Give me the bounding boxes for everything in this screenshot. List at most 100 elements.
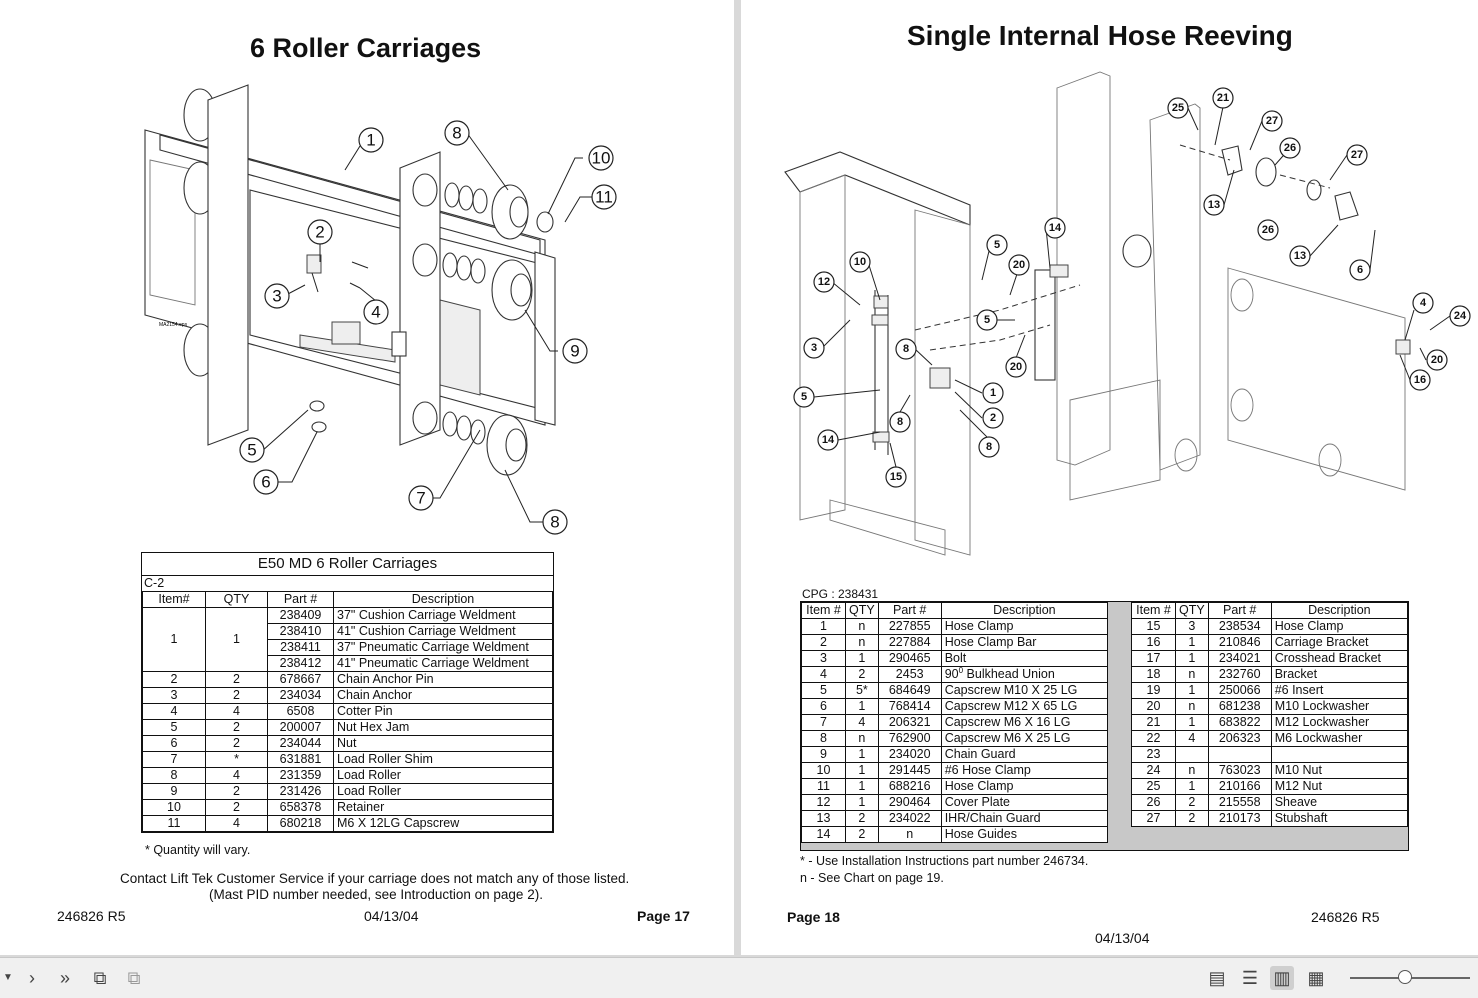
callout-item-20c: 20 [1426, 349, 1448, 371]
svg-text:5: 5 [247, 441, 256, 460]
page-title: Single Internal Hose Reeving [907, 20, 1293, 51]
svg-text:20: 20 [1431, 354, 1443, 366]
callout-item-4: 4 [363, 299, 389, 325]
callout-item-8b: 8 [542, 509, 568, 535]
roller-carriage-parts-table: E50 MD 6 Roller Carriages C-2 Item# QTY … [141, 552, 554, 833]
svg-text:27: 27 [1266, 115, 1278, 127]
svg-text:1: 1 [366, 131, 375, 150]
svg-text:2: 2 [990, 412, 996, 424]
page-title: 6 Roller Carriages [250, 33, 482, 63]
zoom-slider-handle[interactable] [1398, 970, 1412, 984]
svg-text:4: 4 [1420, 297, 1427, 309]
carriage-frame-drawing [144, 84, 556, 476]
callout-item-12: 12 [813, 271, 835, 293]
callout-item-3: 3 [803, 337, 825, 359]
callout-item-20b: 20 [1005, 356, 1027, 378]
svg-text:4: 4 [371, 303, 380, 322]
callout-item-4: 4 [1412, 292, 1434, 314]
dropdown-arrow-icon[interactable]: ▼ [3, 972, 13, 983]
callout-item-13b: 13 [1289, 245, 1311, 267]
svg-text:8: 8 [452, 124, 461, 143]
last-page-icon[interactable]: » [59, 968, 70, 988]
svg-text:12: 12 [818, 276, 830, 288]
callout-item-7: 7 [408, 485, 434, 511]
table-header-row: Item# QTY Part # Description [142, 591, 553, 608]
svg-text:9: 9 [570, 342, 579, 361]
callout-item-8c: 8 [978, 436, 1000, 458]
doc-date: 04/13/04 [1095, 930, 1150, 946]
callout-item-20: 20 [1008, 254, 1030, 276]
callout-item-6: 6 [1349, 259, 1371, 281]
callout-item-8b: 8 [889, 411, 911, 433]
viewer-toolbar: ▼ › » ⧉ ⧉ ▤ ☰ ▥ ▦ [0, 957, 1478, 998]
page-number: Page 18 [787, 909, 840, 925]
rotate-page-icon[interactable]: ⧉ [93, 968, 107, 988]
callout-item-6: 6 [253, 469, 279, 495]
doc-number: 246826 R5 [1311, 909, 1380, 925]
two-page-view-icon[interactable]: ▥ [1270, 966, 1294, 990]
svg-text:5: 5 [994, 239, 1000, 251]
callout-item-26b: 26 [1257, 219, 1279, 241]
svg-text:24: 24 [1454, 310, 1467, 322]
svg-text:27: 27 [1351, 149, 1363, 161]
callout-item-11: 11 [591, 184, 617, 210]
two-page-continuous-icon[interactable]: ▦ [1307, 968, 1325, 988]
copy-page-icon[interactable]: ⧉ [127, 968, 141, 988]
cpg-label: CPG : 238431 [802, 587, 879, 601]
svg-text:6: 6 [1357, 264, 1363, 276]
table-header-row: Item # QTY Part # Description [1131, 602, 1409, 619]
svg-text:3: 3 [272, 287, 281, 306]
svg-text:20: 20 [1010, 361, 1022, 373]
callout-item-15: 15 [885, 466, 907, 488]
table-row: 23 [1131, 746, 1409, 763]
page-number: Page 17 [637, 908, 690, 924]
roller-carriage-diagram: MA2154.eps 1 8 10 11 2 3 4 9 5 6 7 8 [144, 84, 617, 535]
svg-text:14: 14 [1049, 222, 1062, 234]
continuous-view-icon[interactable]: ☰ [1241, 968, 1259, 988]
table-header-row: Item # QTY Part # Description [801, 602, 1109, 619]
right-page: Single Internal Hose Reeving [741, 0, 1478, 955]
next-page-icon[interactable]: › [29, 968, 35, 988]
table-code: C-2 [142, 575, 553, 591]
callout-item-25: 25 [1167, 97, 1189, 119]
callout-item-14: 14 [1044, 217, 1066, 239]
hose-reeving-diagram: 25 21 27 26 27 13 26 13 6 14 5 20 10 12 … [784, 71, 1471, 556]
mast-drawing [784, 71, 1411, 556]
callout-item-5c: 5 [793, 386, 815, 408]
callout-item-1: 1 [358, 127, 384, 153]
svg-text:16: 16 [1414, 374, 1426, 386]
single-page-view-icon[interactable]: ▤ [1208, 968, 1226, 988]
callout-item-2: 2 [982, 407, 1004, 429]
diagram-file-label: MA2154.eps [159, 322, 188, 328]
callout-item-5: 5 [239, 437, 265, 463]
svg-text:8: 8 [897, 416, 903, 428]
svg-text:8: 8 [550, 513, 559, 532]
svg-text:13: 13 [1294, 250, 1306, 262]
callout-item-8: 8 [895, 338, 917, 360]
contact-note-line1: Contact Lift Tek Customer Service if you… [120, 871, 630, 886]
svg-text:10: 10 [854, 256, 866, 268]
